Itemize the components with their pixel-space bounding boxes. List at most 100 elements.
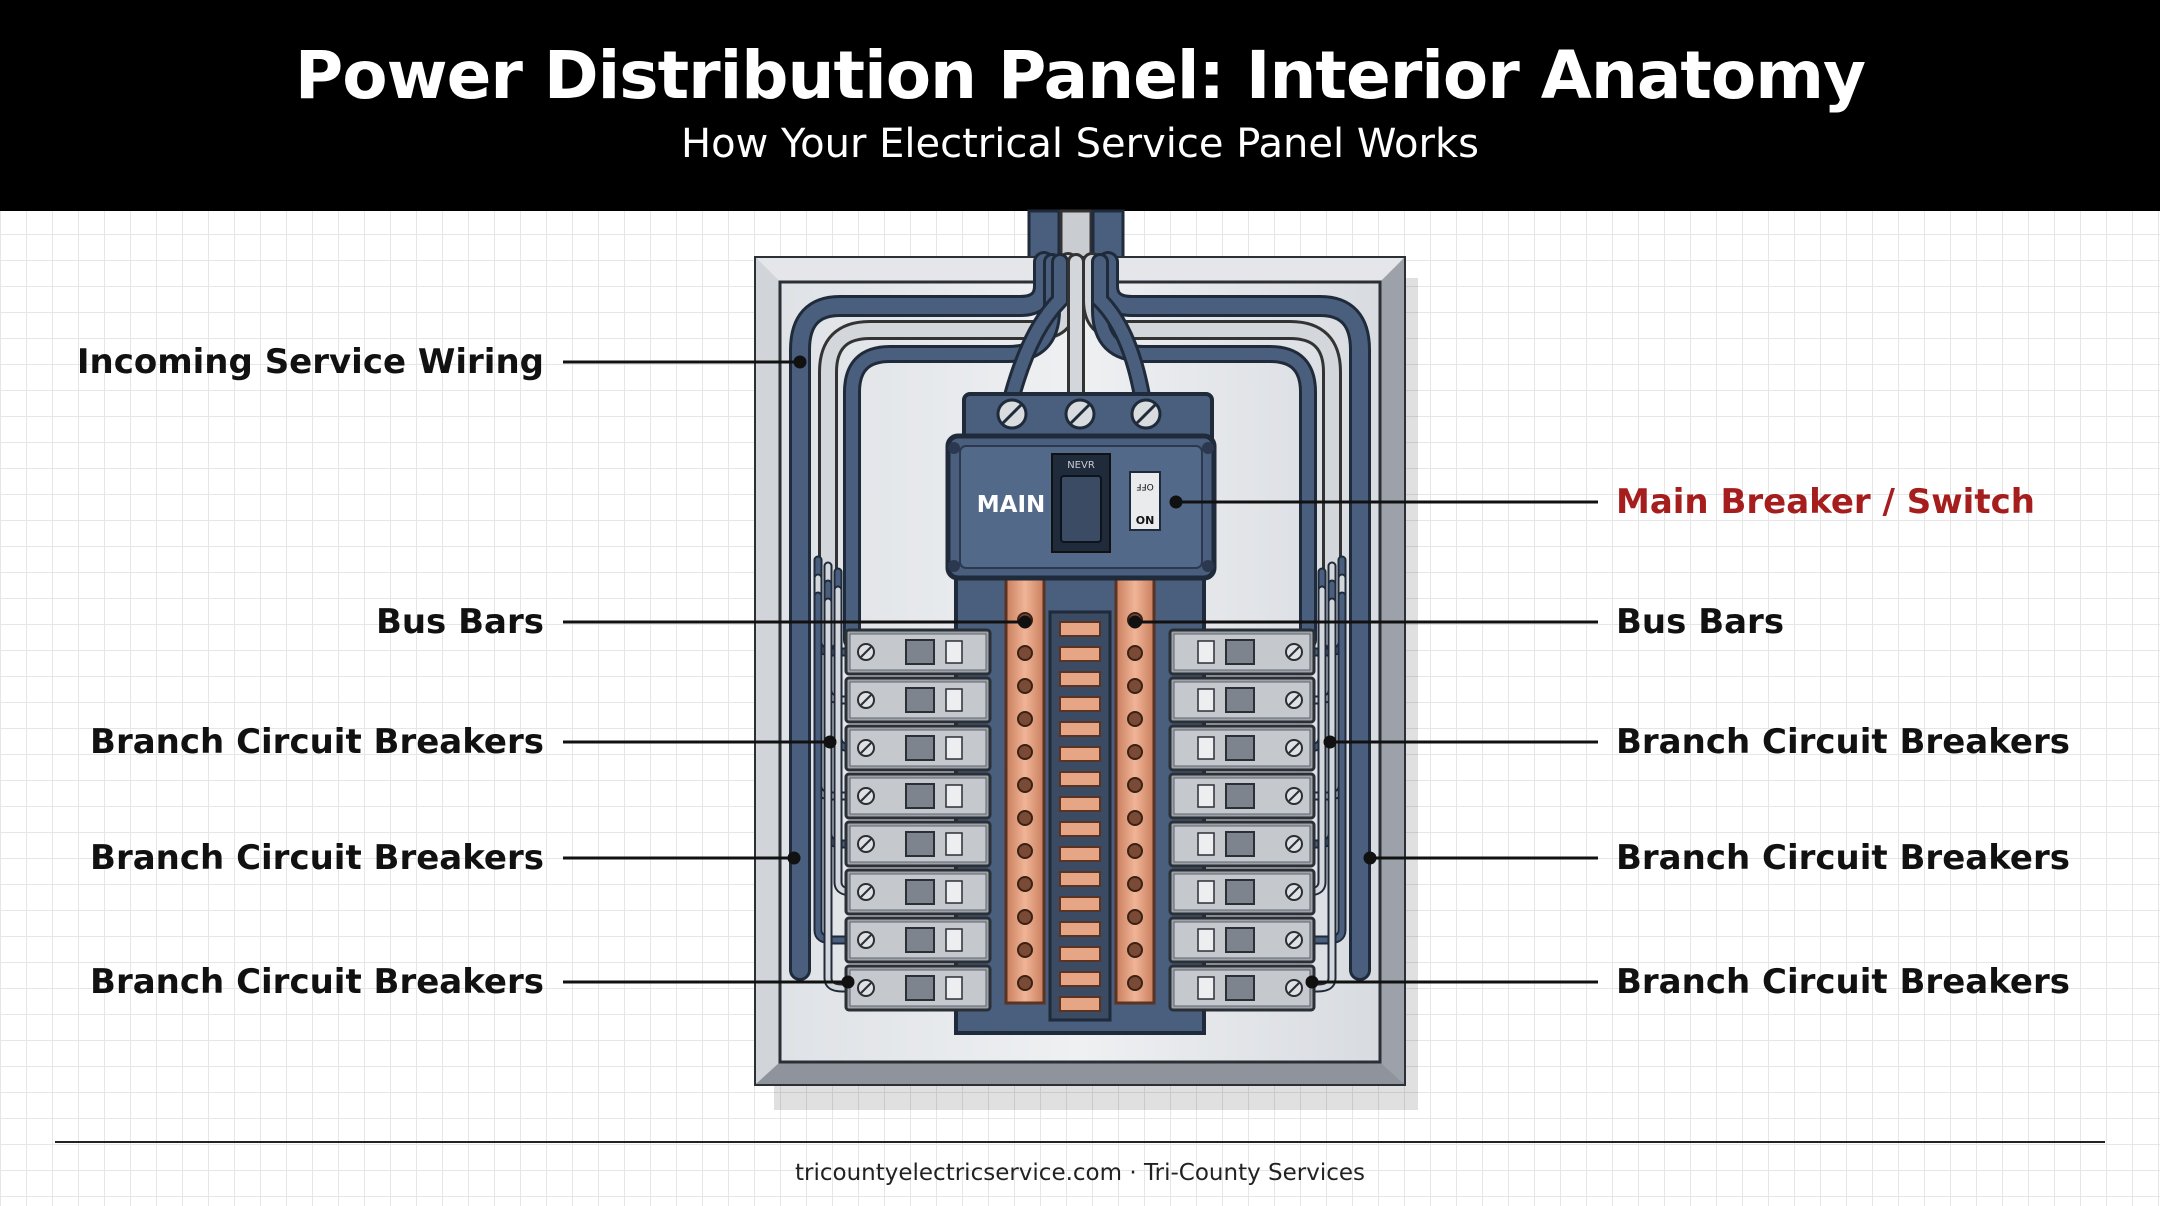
footer-credit: tricountyelectricservice.com · Tri-Count… xyxy=(795,1160,1365,1186)
branch-breaker[interactable] xyxy=(1168,916,1316,964)
bus-stab xyxy=(1059,696,1101,712)
branch-wire xyxy=(1299,599,1335,991)
bus-screw-icon xyxy=(1127,942,1143,958)
rating-tag xyxy=(1197,688,1215,712)
rating-tag xyxy=(1197,880,1215,904)
breaker-toggle[interactable] xyxy=(1225,639,1255,665)
breaker-toggle[interactable] xyxy=(905,831,935,857)
branch-wire xyxy=(825,599,861,991)
breaker-toggle[interactable] xyxy=(905,975,935,1001)
rating-tag xyxy=(1197,832,1215,856)
state-off-label: OFF xyxy=(1136,481,1153,491)
branch-breaker[interactable] xyxy=(1168,772,1316,820)
breaker-toggle[interactable] xyxy=(1225,687,1255,713)
bus-screw-icon xyxy=(1127,678,1143,694)
bus-screw-icon xyxy=(1017,843,1033,859)
branch-breaker[interactable] xyxy=(1168,628,1316,676)
main-label: MAIN xyxy=(977,492,1046,518)
breaker-column-right xyxy=(1168,628,1316,1012)
bus-screw-icon xyxy=(1127,876,1143,892)
lug-screw-icon xyxy=(1130,398,1162,430)
rating-tag xyxy=(1197,928,1215,952)
bus-screw-icon xyxy=(1127,975,1143,991)
branch-breaker[interactable] xyxy=(844,772,992,820)
bus-stab xyxy=(1059,946,1101,962)
branch-breaker[interactable] xyxy=(844,628,992,676)
lug-screw-icon xyxy=(1064,398,1096,430)
branch-breaker[interactable] xyxy=(844,868,992,916)
branch-breaker[interactable] xyxy=(1168,820,1316,868)
rating-tag xyxy=(1197,736,1215,760)
leader-dot xyxy=(793,355,807,369)
leader-dot xyxy=(823,735,837,749)
bus-stab xyxy=(1059,996,1101,1012)
branch-breaker[interactable] xyxy=(844,916,992,964)
breaker-toggle[interactable] xyxy=(1225,783,1255,809)
bus-screw-icon xyxy=(1017,975,1033,991)
branch-breaker[interactable] xyxy=(844,820,992,868)
branch-breaker[interactable] xyxy=(1168,676,1316,724)
branch-breaker[interactable] xyxy=(844,964,992,1012)
breaker-toggle[interactable] xyxy=(905,639,935,665)
bus-stab xyxy=(1059,646,1101,662)
bus-screw-icon xyxy=(1127,810,1143,826)
leader-dot xyxy=(1323,735,1337,749)
branch-breaker[interactable] xyxy=(844,724,992,772)
bus-stab xyxy=(1059,921,1101,937)
breaker-toggle[interactable] xyxy=(1225,975,1255,1001)
breaker-toggle[interactable] xyxy=(905,927,935,953)
branch-breaker[interactable] xyxy=(1168,868,1316,916)
rating-tag xyxy=(945,880,963,904)
label-branch-right-3: Branch Circuit Breakers xyxy=(1616,962,2070,1002)
rating-tag xyxy=(945,928,963,952)
branch-breaker[interactable] xyxy=(1168,964,1316,1012)
breaker-toggle[interactable] xyxy=(905,783,935,809)
breaker-toggle[interactable] xyxy=(1225,879,1255,905)
bus-stab xyxy=(1059,671,1101,687)
breaker-toggle[interactable] xyxy=(1225,831,1255,857)
label-branch-left-3: Branch Circuit Breakers xyxy=(90,962,544,1002)
breaker-toggle[interactable] xyxy=(1225,735,1255,761)
leader-lines xyxy=(563,355,1598,989)
bus-screw-icon xyxy=(1017,876,1033,892)
leader-dot xyxy=(1018,615,1032,629)
breaker-toggle[interactable] xyxy=(905,735,935,761)
leader-dot xyxy=(1305,975,1319,989)
rating-tag xyxy=(945,640,963,664)
bus-screw-icon xyxy=(1127,777,1143,793)
page-subtitle: How Your Electrical Service Panel Works xyxy=(681,121,1479,167)
breaker-toggle[interactable] xyxy=(905,879,935,905)
bus-stab xyxy=(1059,896,1101,912)
label-incoming-service-wiring: Incoming Service Wiring xyxy=(76,342,544,382)
leader-dot xyxy=(1363,851,1377,865)
rating-tag xyxy=(945,784,963,808)
bus-screw-icon xyxy=(1127,711,1143,727)
bus-screw-icon xyxy=(1017,744,1033,760)
leader-dot xyxy=(1128,615,1142,629)
header-banner: Power Distribution Panel: Interior Anato… xyxy=(0,0,2160,211)
leader-dot xyxy=(841,975,855,989)
handle-label: NEVR xyxy=(1067,460,1095,471)
bus-screw-icon xyxy=(1127,909,1143,925)
rating-tag xyxy=(1197,640,1215,664)
footer-divider xyxy=(55,1141,2105,1143)
state-on-label: ON xyxy=(1136,514,1155,527)
breaker-toggle[interactable] xyxy=(905,687,935,713)
branch-breaker[interactable] xyxy=(844,676,992,724)
bus-screw-icon xyxy=(1127,744,1143,760)
bus-stab xyxy=(1059,746,1101,762)
main-handle xyxy=(1060,475,1102,543)
breaker-toggle[interactable] xyxy=(1225,927,1255,953)
branch-breaker[interactable] xyxy=(1168,724,1316,772)
rating-tag xyxy=(945,976,963,1000)
main-breaker: MAIN NEVR OFF ON xyxy=(945,392,1217,581)
bus-screw-icon xyxy=(1017,678,1033,694)
bus-screw-icon xyxy=(1017,810,1033,826)
bus-stab xyxy=(1059,796,1101,812)
bus-assembly xyxy=(954,576,1206,1035)
bus-stab xyxy=(1059,721,1101,737)
label-branch-left-1: Branch Circuit Breakers xyxy=(90,722,544,762)
page-title: Power Distribution Panel: Interior Anato… xyxy=(294,37,1866,114)
label-branch-right-2: Branch Circuit Breakers xyxy=(1616,838,2070,878)
